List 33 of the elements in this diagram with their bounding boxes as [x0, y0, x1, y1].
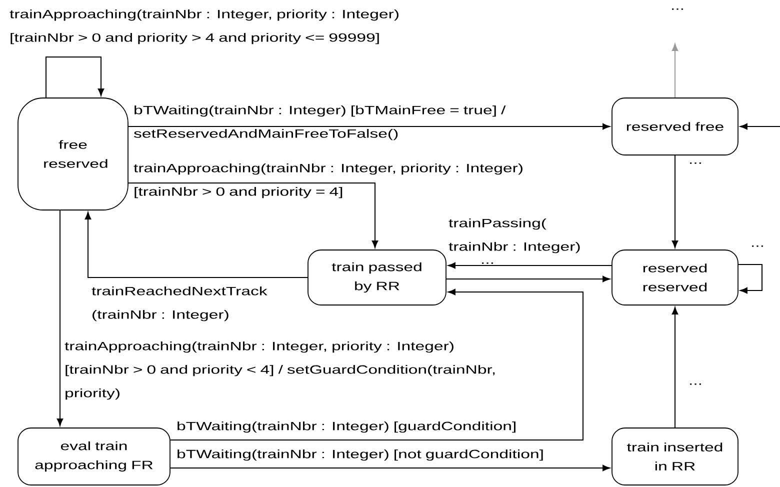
state-box: reserved reserved — [612, 250, 738, 306]
arrow — [446, 276, 610, 282]
edge-label: trainApproaching(trainNbr : Integer, priority : Integer) [trainNbr > 0 and priority > 4 and priority <= 99999] — [10, 10, 398, 44]
edge-label: trainApproaching(trainNbr : Integer, priority : Integer) [trainNbr > 0 and priority = 4] — [134, 164, 522, 198]
arrow — [170, 288, 584, 440]
arrow — [56, 210, 64, 426]
arrow — [128, 182, 378, 248]
edge-label: ... — [482, 262, 493, 264]
edge-label: trainPassing( trainNbr : Integer) — [448, 218, 580, 254]
state-box: reserved free — [612, 98, 738, 156]
edge-label: ... — [752, 246, 763, 247]
edge-label: ... — [690, 384, 701, 385]
edge-label: bTWaiting(trainNbr : Integer) [guardCondition] — [178, 422, 516, 433]
edge-label: bTWaiting(trainNbr : Integer) [bTMainFree = true] / setReservedAndMainFreeToFalse() — [134, 106, 506, 140]
arrow — [46, 56, 104, 98]
state-box: eval train approaching FR — [18, 428, 170, 486]
edge-label: trainReachedNextTrack (trainNbr : Integer) — [92, 286, 268, 322]
arrow — [672, 306, 678, 428]
state-box: free reserved — [18, 98, 128, 210]
arrow — [740, 123, 780, 130]
arrow — [672, 44, 678, 98]
arrow — [672, 154, 678, 248]
arrow — [170, 464, 610, 472]
edge-label: trainApproaching(trainNbr : Integer, priority : Integer) [trainNbr > 0 and priority < 4] / setGuardCondition(trainNbr, priority) — [64, 342, 495, 400]
state-box: train passed by RR — [308, 250, 446, 306]
arrow — [738, 264, 762, 294]
arrow — [84, 212, 308, 278]
arrow — [448, 262, 612, 269]
arrow — [128, 123, 610, 130]
edge-label: ... — [690, 162, 701, 164]
state-box: train inserted in RR — [612, 428, 738, 486]
edge-label: bTWaiting(trainNbr : Integer) [not guardCondition] — [178, 450, 543, 461]
edge-label: ... — [672, 8, 683, 10]
